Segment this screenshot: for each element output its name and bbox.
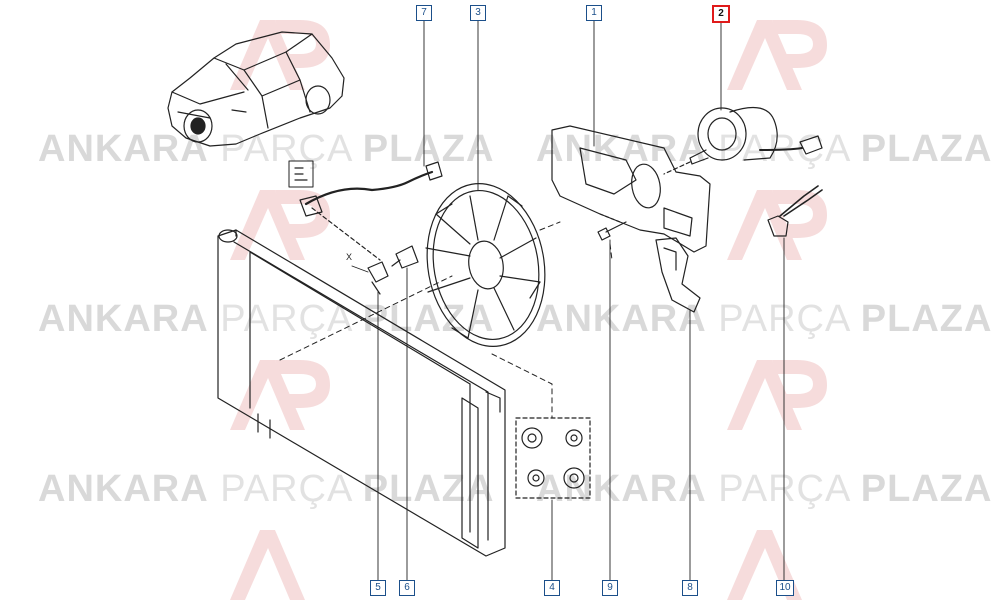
fan-symbol-icon <box>288 160 314 188</box>
watermark-logo <box>727 20 827 90</box>
leader-lines <box>351 19 785 583</box>
resistor-connector-10 <box>767 185 823 237</box>
bracket-clip-8 <box>655 237 701 313</box>
callout-1[interactable]: 1 <box>586 5 602 21</box>
callout-10[interactable]: 10 <box>776 580 794 596</box>
watermark-logo <box>230 190 330 260</box>
marker-x-label: X <box>346 252 353 262</box>
callout-2[interactable]: 2 <box>712 5 730 23</box>
watermark-logos <box>230 20 827 600</box>
fixing-kit-4 <box>515 417 591 499</box>
callout-9[interactable]: 9 <box>602 580 618 596</box>
bolt-9 <box>597 221 627 241</box>
watermark-row-4: ANKARA PARÇA PLAZA <box>536 298 993 340</box>
watermark-logo <box>230 360 330 430</box>
watermark-row-1: ANKARA PARÇA PLAZA <box>38 128 495 170</box>
fan-shroud-bracket <box>551 125 711 253</box>
callout-3[interactable]: 3 <box>470 5 486 21</box>
watermark-logo <box>230 530 305 600</box>
thermo-switch <box>367 261 389 295</box>
cooling-fan <box>425 183 546 347</box>
watermark-row-5: ANKARA PARÇA PLAZA <box>38 468 495 510</box>
callout-8[interactable]: 8 <box>682 580 698 596</box>
fan-motor <box>663 106 823 175</box>
temperature-sensor-harness <box>299 161 443 261</box>
callout-5[interactable]: 5 <box>370 580 386 596</box>
car-illustration <box>167 31 345 147</box>
switch-part-6 <box>391 245 419 269</box>
callout-7[interactable]: 7 <box>416 5 432 21</box>
watermark-logo <box>727 360 827 430</box>
callout-4[interactable]: 4 <box>544 580 560 596</box>
callout-6[interactable]: 6 <box>399 580 415 596</box>
radiator <box>217 229 506 557</box>
watermark-logo <box>727 190 827 260</box>
